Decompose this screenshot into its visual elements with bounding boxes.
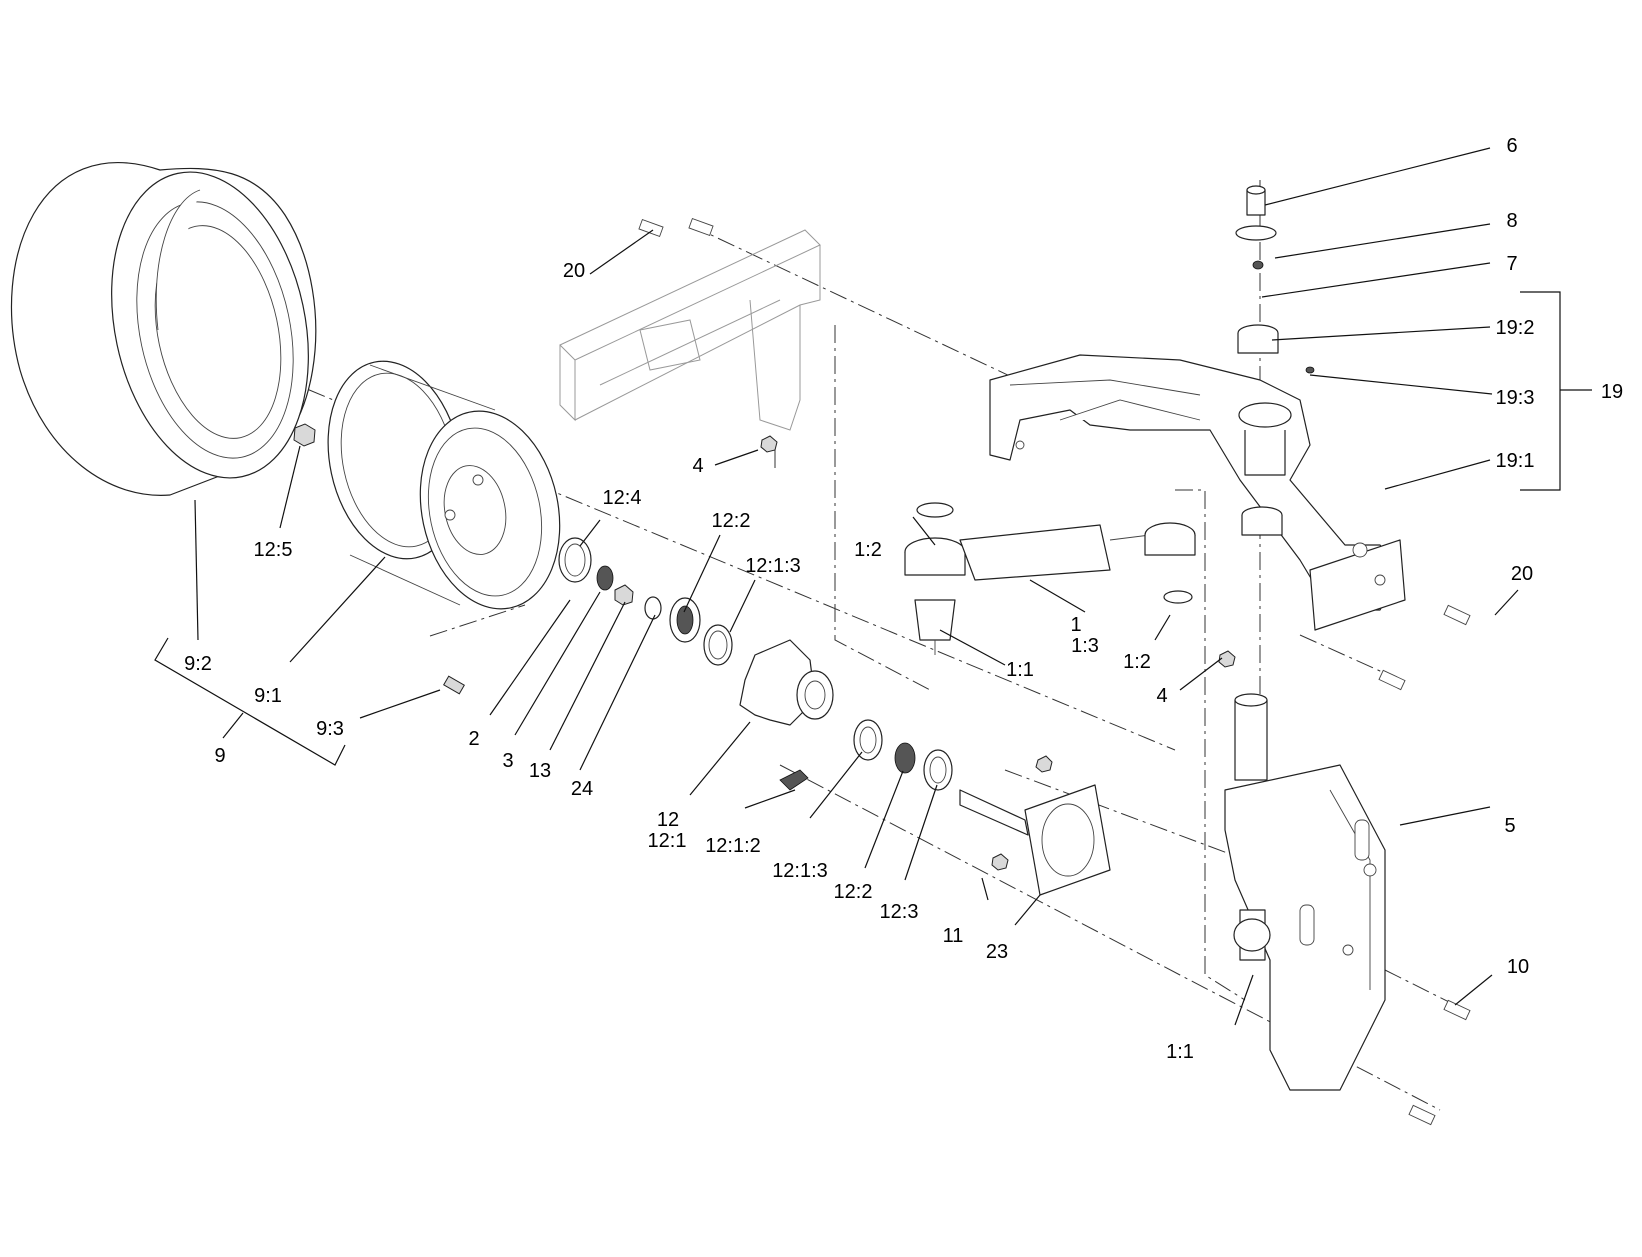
callout-12: 12	[657, 809, 679, 831]
callout-12-1-3-top: 12:1:3	[745, 555, 801, 577]
callout-8: 8	[1506, 210, 1517, 232]
callout-1-1-mid: 1:1	[1006, 659, 1034, 681]
callout-9-2: 9:2	[184, 653, 212, 675]
hub-part	[739, 639, 834, 791]
callout-4-mid: 4	[1156, 685, 1167, 707]
callout-9-3: 9:3	[316, 718, 344, 740]
callout-23: 23	[986, 941, 1008, 963]
callout-19-1: 19:1	[1496, 450, 1535, 472]
rim-part	[327, 360, 561, 610]
callout-5: 5	[1504, 815, 1515, 837]
callout-3: 3	[502, 750, 513, 772]
callout-7: 7	[1506, 253, 1517, 275]
callout-12-2-bottom: 12:2	[834, 881, 873, 903]
lug-nut-part	[293, 423, 316, 447]
callout-1-1-bottom: 1:1	[1166, 1041, 1194, 1063]
valve-stem-part	[443, 675, 465, 695]
callout-11: 11	[943, 925, 964, 947]
callout-labels: 6 8 7 19:2 19:3 19 19:1 20 20 4 4 1:2 1:…	[184, 135, 1623, 1063]
callout-19: 19	[1601, 381, 1623, 403]
callout-6: 6	[1506, 135, 1517, 157]
frame-part	[559, 217, 821, 453]
callout-12-2-top: 12:2	[712, 510, 751, 532]
pivot-hardware-part	[1235, 185, 1315, 536]
callout-12-4: 12:4	[603, 487, 642, 509]
hub-small-parts	[558, 537, 733, 666]
callout-1: 1	[1070, 614, 1081, 636]
callout-1-3: 1:3	[1071, 635, 1099, 657]
callout-12-1-3-bottom: 12:1:3	[772, 860, 828, 882]
callout-19-3: 19:3	[1496, 387, 1535, 409]
callout-12-1-2: 12:1:2	[705, 835, 761, 857]
callout-12-3: 12:3	[880, 901, 919, 923]
knuckle-part	[1224, 693, 1471, 1126]
spindle-plate-part	[959, 755, 1111, 896]
callout-13: 13	[529, 760, 551, 782]
callout-1-2-left: 1:2	[854, 539, 882, 561]
callout-1-2-right: 1:2	[1123, 651, 1151, 673]
cylinder-part	[904, 502, 1196, 655]
bolt-part	[1218, 604, 1471, 691]
callout-2: 2	[468, 728, 479, 750]
axle-part	[989, 354, 1406, 631]
callout-19-2: 19:2	[1496, 317, 1535, 339]
callout-20-right: 20	[1511, 563, 1533, 585]
callout-4-top: 4	[692, 455, 703, 477]
leader-lines	[154, 147, 1592, 1026]
callout-10: 10	[1507, 956, 1529, 978]
callout-12-1: 12:1	[648, 830, 687, 852]
callout-9-1: 9:1	[254, 685, 282, 707]
tire-part	[10, 162, 317, 496]
bearing-stack-part	[853, 719, 953, 791]
callout-12-5: 12:5	[254, 539, 293, 561]
callout-20-top: 20	[563, 260, 585, 282]
callout-9: 9	[214, 745, 225, 767]
callout-24: 24	[571, 778, 593, 800]
